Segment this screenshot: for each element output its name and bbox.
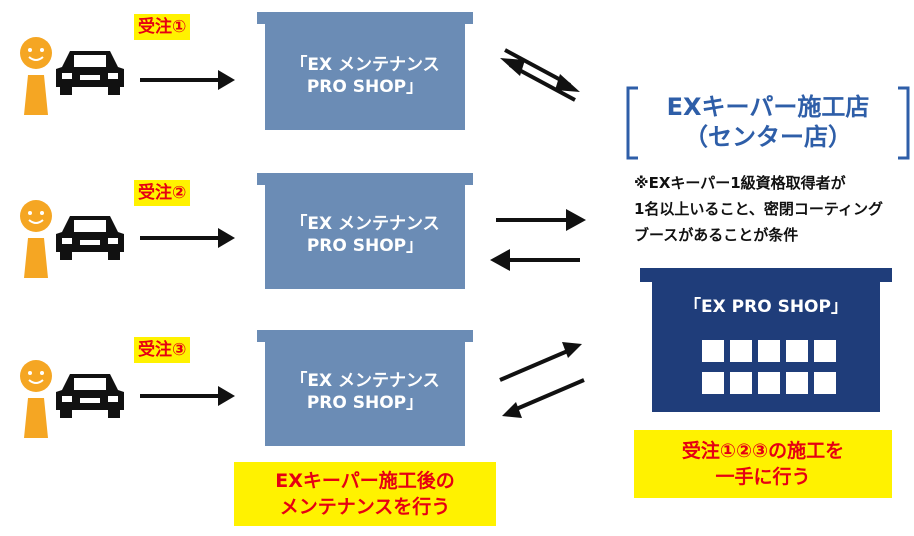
note-line2: 1名以上いること、密閉コーティング [634,200,883,218]
maintenance-shop-1: 「EX メンテナンス PRO SHOP」 [257,12,473,130]
title-bracket-left [626,86,638,160]
shop-label-line1: 「EX メンテナンス [290,55,440,75]
shop-label-line2: PRO SHOP」 [306,77,424,97]
exchange-arrows-icon [500,48,580,102]
maintenance-shop-3: 「EX メンテナンス PRO SHOP」 [257,330,473,446]
shop-label-line1: 「EX メンテナンス [290,371,440,391]
note-line1: ※EXキーパー1級資格取得者が [634,174,846,192]
center-work-note: 受注①②③の施工を 一手に行う [634,430,892,498]
order-tag-1: 受注① [134,14,191,40]
center-store-title: EXキーパー施工店 （センター店） [640,92,896,152]
exchange-arrows-icon [499,342,585,418]
exchange-arrows-icon [490,209,586,271]
center-title-line1: EXキーパー施工店 [666,93,870,121]
note-line3: ブースがあることが条件 [634,226,799,244]
customer-icon [18,198,54,278]
ex-pro-shop-building: 「EX PRO SHOP」 [640,268,892,412]
center-requirement-note: ※EXキーパー1級資格取得者が 1名以上いること、密閉コーティング ブースがある… [634,170,883,248]
maintenance-shop-2: 「EX メンテナンス PRO SHOP」 [257,173,473,289]
customer-icon [18,35,54,115]
shop-label-line1: 「EX メンテナンス [290,214,440,234]
order-tag-2: 受注② [134,180,191,206]
ex-pro-shop-sign: 「EX PRO SHOP」 [684,297,848,317]
shop-label-line2: PRO SHOP」 [306,393,424,413]
center-title-line2: （センター店） [684,123,852,151]
maintenance-note-line1: EXキーパー施工後の [275,470,455,492]
work-note-line2: 一手に行う [715,466,811,488]
arrow-right-icon [140,228,235,248]
car-icon [54,210,126,262]
work-note-line1: 受注①②③の施工を [681,440,845,462]
shop-label-line2: PRO SHOP」 [306,236,424,256]
car-icon [54,368,126,420]
maintenance-note: EXキーパー施工後の メンテナンスを行う [234,462,496,526]
order-tag-3: 受注③ [134,337,191,363]
title-bracket-right [898,86,910,160]
arrow-right-icon [140,386,235,406]
customer-icon [18,358,54,438]
arrow-right-icon [140,70,235,90]
maintenance-note-line2: メンテナンスを行う [279,496,451,518]
car-icon [54,45,126,97]
